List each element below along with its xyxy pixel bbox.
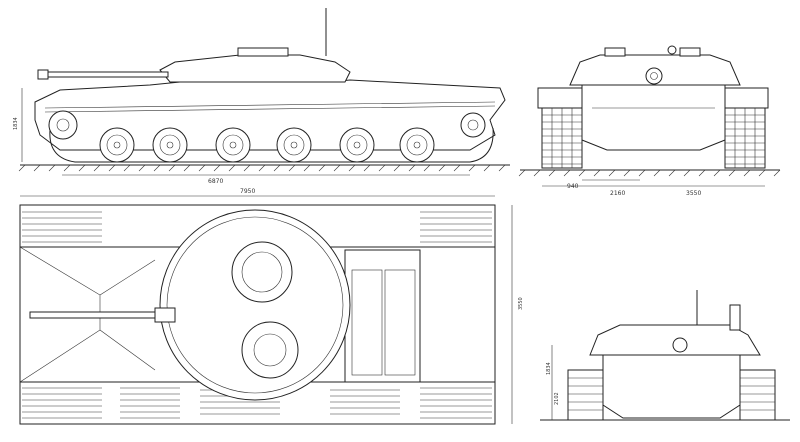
side-turret [159,54,351,83]
top-width-label: 3550 [518,297,524,310]
side-height-label: 1834 [13,117,19,130]
side-view: 6870 1834 [13,8,510,185]
rear-height-label-b: 2102 [554,392,560,405]
side-gun-barrel [37,71,169,78]
front-track-label: 940 [567,183,579,190]
front-width-label: 2160 [610,190,625,197]
side-length-label: 6870 [208,178,223,185]
front-overall-label: 3550 [686,190,701,197]
side-hull [34,79,506,151]
top-commander-cupola [231,241,293,303]
rear-left-track [567,369,604,421]
front-gun-mantlet [645,67,663,85]
rear-hull [602,354,741,419]
side-road-wheels [48,110,486,163]
top-length-label: 7950 [240,188,255,195]
front-view: 940 2160 3550 [518,45,781,197]
front-hull [581,84,726,151]
rear-view: 1834 2102 [540,290,790,421]
side-track [49,127,494,163]
top-view: 7950 3550 [19,188,524,425]
top-turret-ring [159,209,351,401]
rear-height-label-a: 1834 [546,362,552,375]
top-gunner-hatch [241,321,299,379]
top-gun-barrel [29,311,171,319]
rear-right-track [739,369,776,421]
